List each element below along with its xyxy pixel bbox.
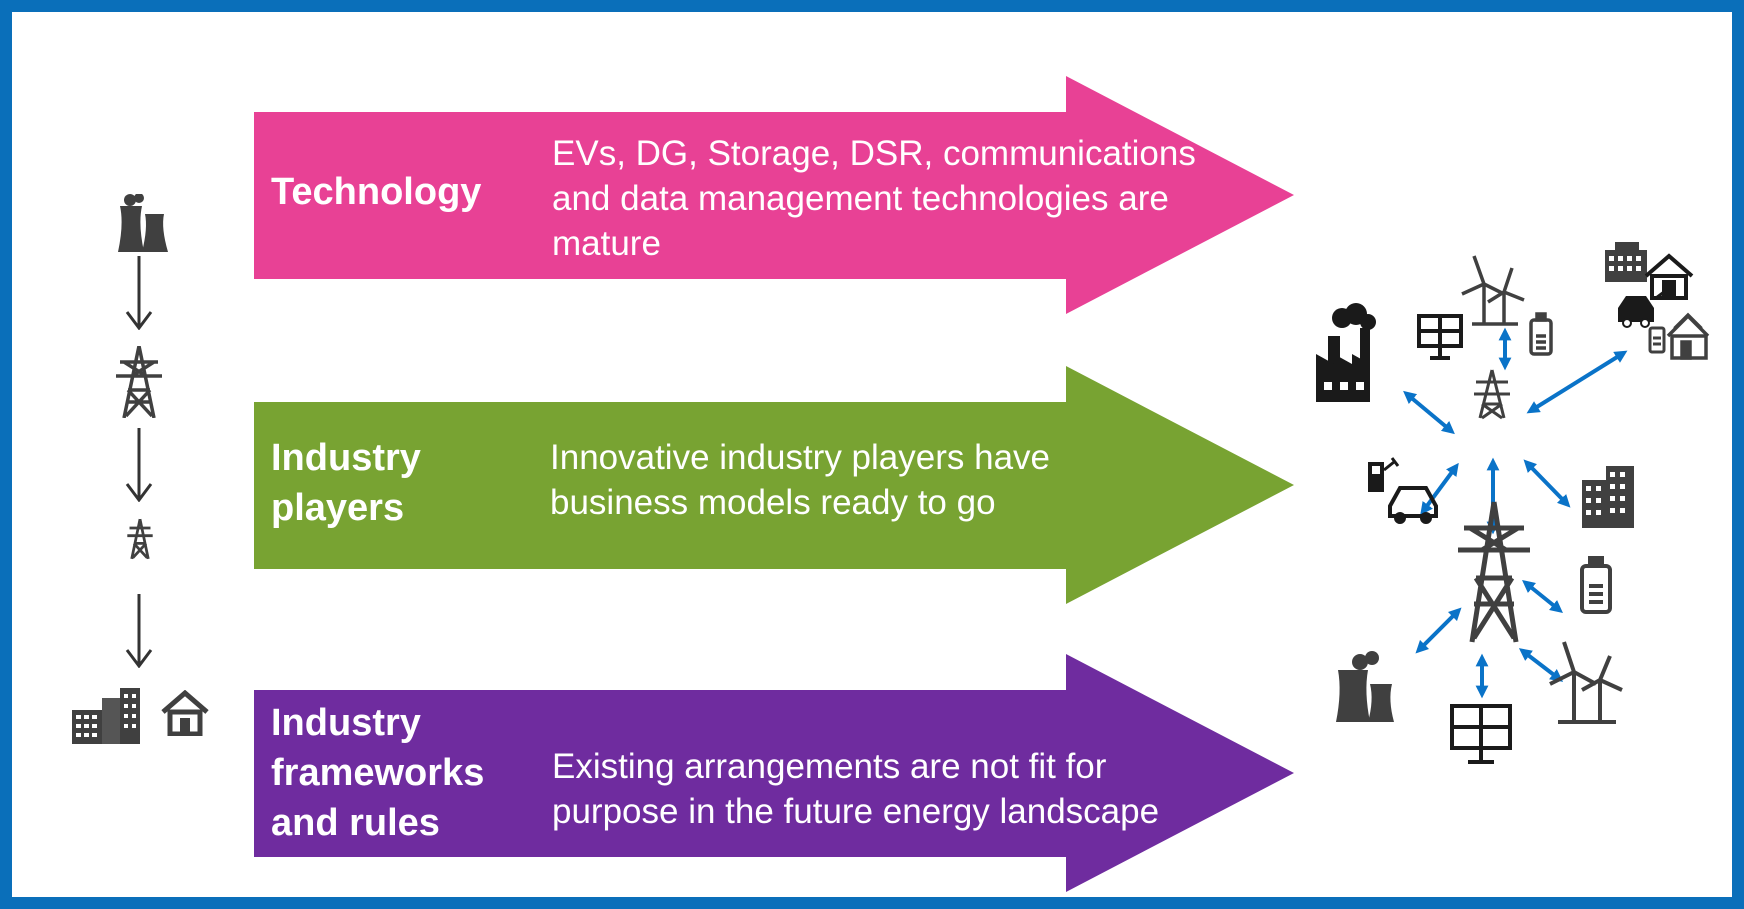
city-buildings-icon: [1605, 242, 1647, 282]
industry-players-arrow-shape: [254, 366, 1294, 604]
solar-panel-icon: [1417, 314, 1463, 360]
link-arrow: [1415, 607, 1462, 654]
wind-turbine-icon: [1461, 255, 1525, 326]
power-plant-icon: [118, 194, 168, 252]
link-arrow: [1420, 462, 1459, 516]
distribution-tower-icon: [1474, 369, 1510, 420]
technology-description: EVs, DG, Storage, DSR, communications an…: [552, 134, 1196, 263]
electric-car-icon: [1618, 290, 1665, 328]
buildings-icon: [72, 688, 140, 744]
link-arrow: [1403, 390, 1455, 435]
solar-home-icon: [1666, 312, 1710, 360]
energy-network: [1316, 242, 1710, 764]
frameworks-arrow-fill: [254, 654, 1294, 892]
battery-icon: [1529, 312, 1553, 356]
house-icon: [161, 690, 209, 736]
distribution-tower-icon: [127, 518, 153, 560]
down-arrow-icon: [125, 594, 153, 668]
frameworks-label: Industry frameworks and rules: [271, 702, 485, 844]
city-buildings-icon: [1582, 466, 1634, 528]
ev-charger-icon: [1368, 457, 1400, 492]
link-arrow: [1522, 579, 1563, 614]
battery-icon: [1648, 326, 1666, 354]
industry-players-label: Industry players: [271, 437, 421, 529]
electric-car-icon: [1388, 486, 1438, 524]
technology-arrow: Technology EVs, DG, Storage, DSR, commun…: [254, 76, 1294, 314]
diagram-canvas: Technology EVs, DG, Storage, DSR, commun…: [12, 12, 1732, 897]
frameworks-description: Existing arrangements are not fit for pu…: [552, 747, 1160, 831]
battery-icon: [1580, 556, 1612, 614]
transmission-tower-icon: [1458, 501, 1530, 643]
technology-arrow-fill: [254, 76, 1294, 314]
industry-players-description: Innovative industry players have busines…: [550, 438, 1050, 522]
solar-panel-icon: [1450, 704, 1512, 764]
industry-players-arrow: Industry players Innovative industry pla…: [254, 366, 1294, 604]
technology-arrow-shape: [254, 76, 1294, 314]
down-arrow-icon: [125, 256, 153, 330]
frameworks-arrow-shape: [254, 654, 1294, 892]
technology-label: Technology: [271, 171, 482, 213]
transmission-tower-icon: [116, 346, 162, 418]
link-arrow: [1523, 459, 1571, 508]
wind-turbine-icon: [1549, 641, 1623, 724]
power-station-icon: [1336, 651, 1394, 722]
link-arrow: [1518, 648, 1564, 682]
down-arrow-icon: [125, 428, 153, 502]
house-icon: [1644, 253, 1694, 300]
industry-players-arrow-fill: [254, 366, 1294, 604]
link-arrow: [1526, 350, 1628, 414]
frameworks-arrow: Industry frameworks and rules Existing a…: [254, 654, 1294, 892]
